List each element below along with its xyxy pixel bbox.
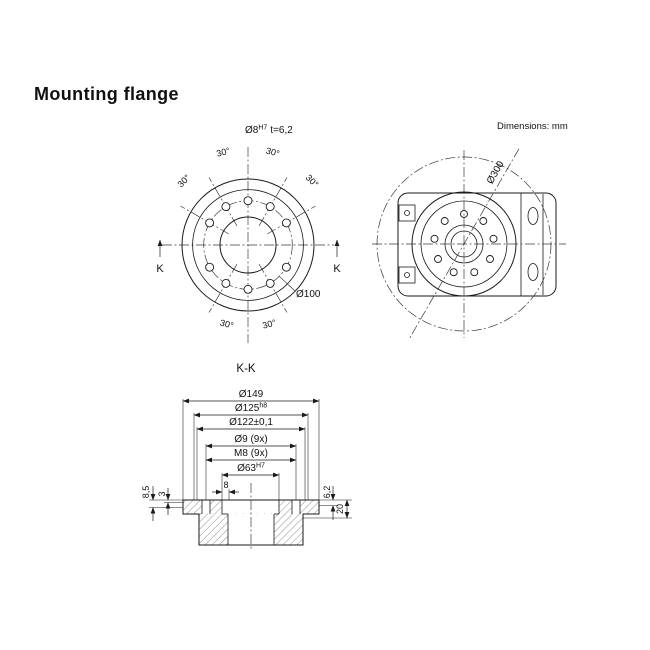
flange-bore-circle bbox=[219, 216, 277, 274]
angle-label: 30° bbox=[304, 173, 321, 190]
flange-cross-section bbox=[182, 483, 320, 551]
section-cut-markers: K K bbox=[156, 239, 341, 275]
swept-diameter-label: Ø300 bbox=[485, 159, 507, 186]
side-bolt-holes bbox=[430, 210, 498, 277]
dim-outer-dia: Ø149 bbox=[239, 389, 264, 400]
angle-label: 30° bbox=[261, 317, 277, 330]
dim-depth-step: 8,5 bbox=[141, 486, 151, 499]
section-marker-k-right: K bbox=[333, 263, 341, 275]
dim-spigot-dia: Ø125h8 bbox=[235, 403, 267, 415]
bolt-holes bbox=[205, 196, 291, 294]
diameter-dimensions: Ø149 Ø125h8 Ø122±0,1 Ø9 (9x) M8 (9x) Ø63… bbox=[182, 389, 320, 478]
angle-label: 30° bbox=[219, 318, 235, 331]
bolt-circle-dimension: Ø100 bbox=[279, 276, 321, 300]
bolt-circle-label: Ø100 bbox=[296, 289, 321, 300]
section-title: K-K bbox=[236, 363, 256, 375]
left-depth-dimensions: 8,5 3 bbox=[141, 486, 183, 521]
dim-fit-dia: Ø122±0,1 bbox=[229, 417, 273, 428]
side-view: Ø300 bbox=[372, 148, 566, 340]
units-note: Dimensions: mm bbox=[497, 121, 568, 132]
rim-width-dimension: 8 bbox=[212, 480, 239, 500]
swept-envelope-circle bbox=[376, 156, 552, 332]
angle-label: 30° bbox=[265, 146, 281, 159]
angle-label: 30° bbox=[215, 145, 231, 158]
angle-labels: 30° 30° 30° 30° 30° 30° bbox=[176, 145, 321, 330]
dim-thickness: 20 bbox=[335, 504, 345, 514]
section-view: K-K Ø149 Ø125h8 bbox=[141, 363, 352, 551]
right-depth-dimensions: 6,2 20 bbox=[303, 486, 352, 520]
dim-bore-dia: Ø63H7 bbox=[237, 463, 265, 475]
angle-label: 30° bbox=[176, 172, 193, 189]
section-hole-walls bbox=[201, 500, 301, 545]
flange-spigot-circle bbox=[192, 189, 304, 301]
extension-lines bbox=[182, 399, 320, 500]
flange-outer-circle bbox=[181, 178, 315, 312]
dim-depth-step2: 3 bbox=[157, 491, 167, 496]
wrist-housing bbox=[397, 192, 557, 297]
page-title: Mounting flange bbox=[34, 84, 179, 104]
front-centerlines bbox=[162, 147, 334, 343]
dim-rim-width: 8 bbox=[223, 480, 228, 490]
dim-through-holes: Ø9 (9x) bbox=[234, 434, 267, 445]
dim-depth-pin: 6,2 bbox=[322, 486, 332, 499]
dim-tapped-holes: M8 (9x) bbox=[234, 448, 268, 459]
side-centerlines bbox=[372, 148, 566, 340]
section-marker-k-left: K bbox=[156, 263, 164, 275]
